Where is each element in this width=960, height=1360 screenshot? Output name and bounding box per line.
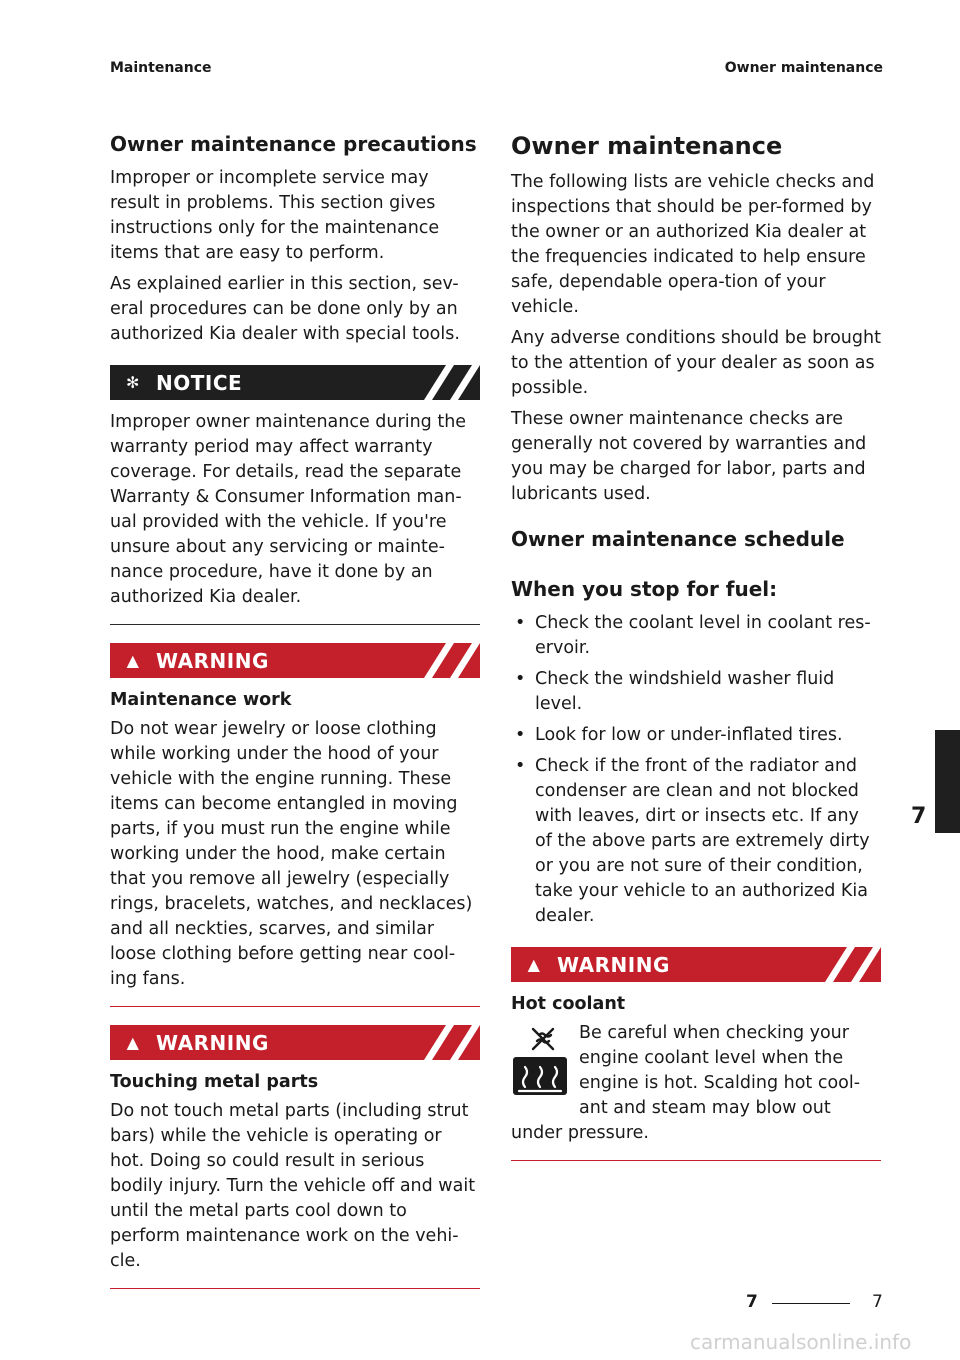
warning-text-1: Do not wear jewelry or loose clothing wh… — [110, 719, 473, 989]
footer-page-number: 7 — [872, 1292, 883, 1312]
left-column: Owner maintenance precautions Improper o… — [110, 130, 480, 1289]
list-item: • Check the coolant level in coolant res-… — [511, 611, 881, 661]
bullet-icon: • — [515, 669, 526, 689]
precautions-paragraph-1: Improper or incomplete service may resul… — [110, 168, 440, 263]
notice-divider — [110, 624, 480, 625]
fuel-stop-heading: When you stop for fuel: — [511, 577, 778, 601]
warning-text-2: Do not touch metal parts (including stru… — [110, 1101, 476, 1271]
running-head-section: Maintenance — [110, 60, 212, 76]
fuel-stop-list: • Check the coolant level in coolant res-… — [511, 611, 881, 929]
precautions-paragraph-2: As explained earlier in this section, se… — [110, 274, 460, 344]
running-head-topic: Owner maintenance — [724, 60, 883, 76]
warning-triangle-icon: ▲ — [527, 955, 541, 974]
warning-triangle-icon: ▲ — [126, 651, 140, 670]
warning-triangle-icon: ▲ — [126, 1033, 140, 1052]
warning-title-1: Maintenance work — [110, 690, 292, 710]
notice-text: Improper owner maintenance during the wa… — [110, 412, 467, 607]
banner-stripes-icon — [424, 1025, 480, 1060]
notice-banner: ✻ NOTICE — [110, 365, 480, 400]
warning-title-3: Hot coolant — [511, 994, 626, 1014]
watermark: carmanualsonline.info — [690, 1330, 912, 1354]
schedule-heading: Owner maintenance schedule — [511, 527, 845, 551]
footer-chapter-number: 7 — [746, 1292, 758, 1312]
warning-label-2: WARNING — [156, 1030, 269, 1055]
warning-text-3: Be careful when checking your engine coo… — [511, 1023, 861, 1143]
banner-stripes-icon — [424, 643, 480, 678]
list-item-text: Check if the front of the radiator and c… — [535, 756, 870, 926]
footer-divider — [772, 1303, 850, 1304]
bullet-icon: • — [515, 756, 526, 776]
warning-label-3: WARNING — [557, 952, 670, 977]
warning-banner-3: ▲ WARNING — [511, 947, 881, 982]
right-column: Owner maintenance The following lists ar… — [511, 130, 881, 1161]
hot-coolant-icon — [513, 1027, 567, 1095]
chapter-tab-number: 7 — [911, 804, 927, 829]
notice-label: NOTICE — [156, 370, 243, 395]
chapter-tab — [935, 730, 960, 833]
owner-maintenance-paragraph-1: The following lists are vehicle checks a… — [511, 172, 875, 317]
owner-maintenance-paragraph-2: Any adverse conditions should be brought… — [511, 328, 881, 398]
banner-stripes-icon — [825, 947, 881, 982]
list-item-text: Check the coolant level in coolant res-e… — [535, 613, 871, 658]
warning-label-1: WARNING — [156, 648, 269, 673]
asterisk-icon: ✻ — [126, 373, 140, 392]
list-item: • Check the windshield washer fluid level… — [511, 667, 881, 717]
bullet-icon: • — [515, 613, 526, 633]
owner-maintenance-heading: Owner maintenance — [511, 132, 783, 160]
list-item: • Check if the front of the radiator and … — [511, 754, 881, 929]
warning-title-2: Touching metal parts — [110, 1072, 319, 1092]
bullet-icon: • — [515, 725, 526, 745]
warning-banner-2: ▲ WARNING — [110, 1025, 480, 1060]
warning-divider-1 — [110, 1006, 480, 1007]
precautions-heading: Owner maintenance precautions — [110, 132, 477, 156]
warning-divider-3 — [511, 1160, 881, 1161]
list-item: • Look for low or under-inflated tires. — [511, 723, 881, 748]
owner-maintenance-paragraph-3: These owner maintenance checks are gener… — [511, 409, 867, 504]
banner-stripes-icon — [424, 365, 480, 400]
warning-banner-1: ▲ WARNING — [110, 643, 480, 678]
list-item-text: Check the windshield washer fluid level. — [535, 669, 835, 714]
hot-coolant-block: Be careful when checking your engine coo… — [511, 1021, 881, 1146]
list-item-text: Look for low or under-inflated tires. — [535, 725, 843, 745]
warning-divider-2 — [110, 1288, 480, 1289]
